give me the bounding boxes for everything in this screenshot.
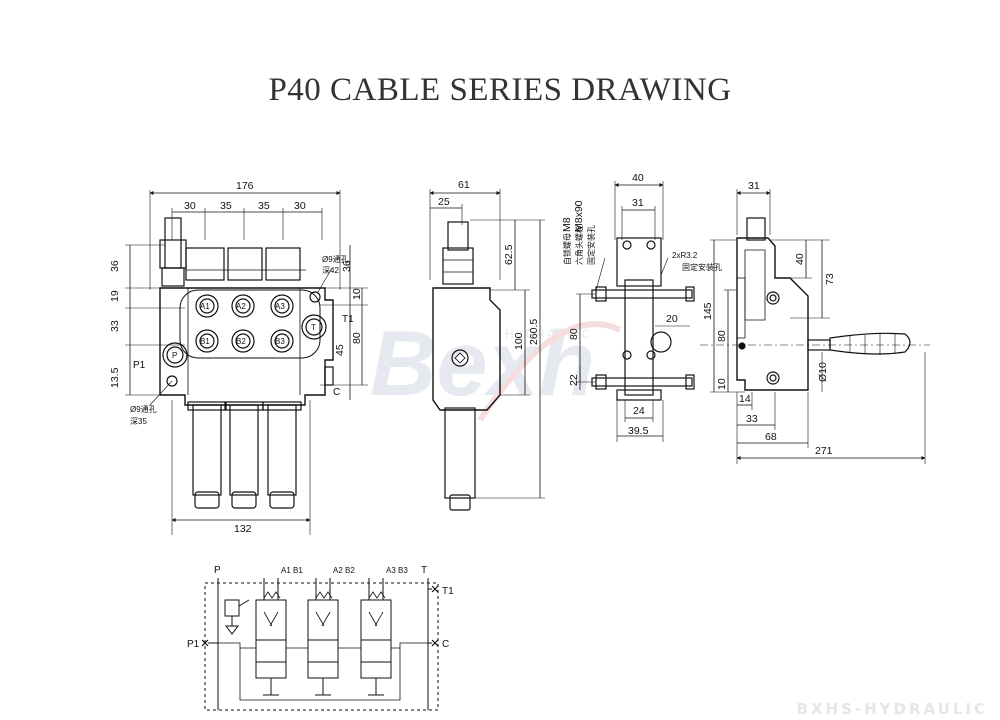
- svg-text:P: P: [214, 565, 221, 576]
- svg-text:25: 25: [438, 196, 450, 208]
- svg-text:31: 31: [632, 197, 644, 209]
- svg-text:30: 30: [184, 200, 196, 212]
- svg-text:B1: B1: [293, 566, 303, 575]
- svg-text:13.5: 13.5: [109, 367, 121, 388]
- svg-text:20: 20: [666, 313, 678, 325]
- brand-watermark: Bexh HYDRAULIC: [370, 313, 622, 422]
- svg-text:Ø9通孔: Ø9通孔: [130, 404, 157, 414]
- svg-text:36: 36: [341, 260, 353, 272]
- detail-view-labels: 40 31 2xR3.2 固定安装孔 80 22 20 24 39.5 自锁螺母…: [561, 172, 722, 437]
- svg-text:14: 14: [739, 393, 751, 405]
- footer-watermark: BXHS-HYDRAULIC: [796, 700, 988, 718]
- lever-view-labels: 31 40 73 145 80 10 Ø10 14 33 68 271: [702, 180, 836, 457]
- svg-text:31: 31: [748, 180, 760, 192]
- svg-text:HYDRAULIC: HYDRAULIC: [505, 327, 592, 341]
- svg-text:A2: A2: [333, 566, 343, 575]
- svg-text:自锁螺母: 自锁螺母: [562, 233, 572, 265]
- svg-text:33: 33: [746, 413, 758, 425]
- svg-text:B3: B3: [398, 566, 408, 575]
- svg-text:10: 10: [716, 378, 728, 390]
- svg-text:24: 24: [633, 405, 645, 417]
- svg-text:2xR3.2: 2xR3.2: [672, 251, 698, 260]
- svg-text:C: C: [442, 639, 449, 650]
- svg-text:40: 40: [794, 253, 806, 265]
- schematic-labels: P A1 B1 A2 B2 A3 B3 T P1 T1 C: [187, 565, 454, 650]
- svg-text:62.5: 62.5: [503, 244, 515, 265]
- lever-view: [700, 189, 930, 464]
- svg-text:固定安装孔: 固定安装孔: [682, 262, 722, 272]
- svg-text:35: 35: [258, 200, 270, 212]
- side-view: [429, 189, 545, 511]
- detail-view: [576, 181, 695, 442]
- svg-text:271: 271: [815, 445, 833, 457]
- svg-text:Ø9通孔: Ø9通孔: [322, 254, 349, 264]
- svg-text:T: T: [421, 565, 427, 576]
- svg-text:68: 68: [765, 431, 777, 443]
- svg-text:Ø10: Ø10: [817, 362, 829, 382]
- svg-text:A1: A1: [200, 302, 210, 311]
- svg-text:P: P: [172, 351, 177, 360]
- svg-text:61: 61: [458, 179, 470, 191]
- svg-text:100: 100: [513, 332, 525, 350]
- svg-text:A1: A1: [281, 566, 291, 575]
- svg-text:132: 132: [234, 523, 252, 535]
- svg-text:39.5: 39.5: [628, 425, 649, 437]
- svg-text:A3: A3: [275, 302, 285, 311]
- svg-text:深35: 深35: [130, 417, 147, 426]
- svg-text:80: 80: [568, 328, 580, 340]
- svg-text:36: 36: [109, 260, 121, 272]
- svg-text:T1: T1: [442, 586, 454, 597]
- svg-text:深42: 深42: [322, 266, 339, 275]
- svg-text:六角头螺栓: 六角头螺栓: [574, 225, 584, 265]
- front-view-labels: 176 30 35 35 30 36 19 33 13.5 36 10 80 4…: [109, 180, 363, 535]
- svg-text:73: 73: [824, 273, 836, 285]
- svg-text:19: 19: [109, 290, 121, 302]
- svg-text:45: 45: [334, 344, 346, 356]
- svg-text:35: 35: [220, 200, 232, 212]
- svg-text:176: 176: [236, 180, 254, 192]
- svg-text:M8x90: M8x90: [573, 200, 585, 232]
- svg-text:80: 80: [716, 330, 728, 342]
- svg-text:A2: A2: [236, 302, 246, 311]
- svg-text:Bexh: Bexh: [370, 313, 595, 415]
- svg-text:固定安装孔: 固定安装孔: [586, 225, 596, 265]
- svg-text:80: 80: [351, 332, 363, 344]
- svg-text:B2: B2: [345, 566, 355, 575]
- svg-text:145: 145: [702, 302, 714, 320]
- page-title: P40 CABLE SERIES DRAWING: [268, 72, 732, 108]
- svg-text:M8: M8: [561, 217, 573, 232]
- svg-text:10: 10: [351, 288, 363, 300]
- front-view: [125, 190, 368, 535]
- svg-text:B1: B1: [200, 337, 210, 346]
- hydraulic-schematic: [201, 578, 439, 711]
- svg-text:A3: A3: [386, 566, 396, 575]
- svg-text:33: 33: [109, 320, 121, 332]
- svg-text:22: 22: [568, 374, 580, 386]
- svg-text:B2: B2: [236, 337, 246, 346]
- svg-text:C: C: [333, 387, 340, 398]
- svg-text:260.5: 260.5: [528, 319, 540, 345]
- svg-text:30: 30: [294, 200, 306, 212]
- svg-text:B3: B3: [275, 337, 285, 346]
- svg-text:P1: P1: [133, 360, 146, 371]
- svg-text:P1: P1: [187, 639, 200, 650]
- side-view-labels: 61 25 62.5 100 260.5: [438, 179, 540, 350]
- svg-text:T1: T1: [342, 314, 354, 325]
- svg-text:40: 40: [632, 172, 644, 184]
- svg-text:T: T: [311, 323, 316, 332]
